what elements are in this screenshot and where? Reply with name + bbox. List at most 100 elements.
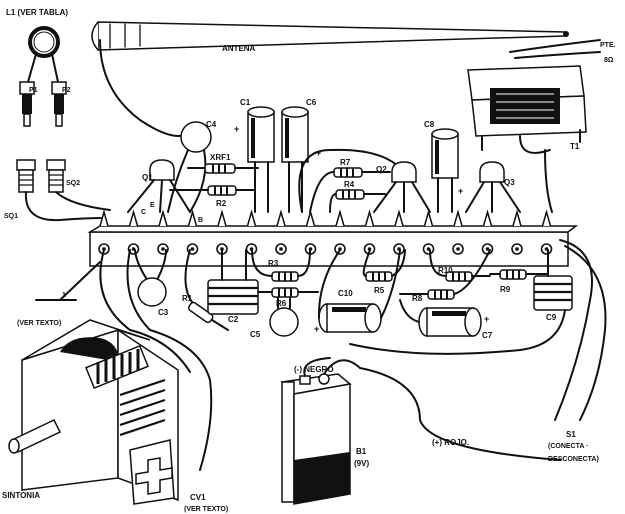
resistor-r3 xyxy=(251,249,311,282)
label-plus-c6: + xyxy=(316,148,321,158)
capacitor-c6 xyxy=(281,106,309,213)
label-c3: C3 xyxy=(158,308,169,317)
wire-sq1 xyxy=(24,191,105,222)
label-cv1: CV1 xyxy=(190,493,206,502)
coil-l1 xyxy=(27,26,60,83)
terminal-lug xyxy=(394,209,404,227)
capacitor-c10 xyxy=(317,249,401,333)
terminal-hole xyxy=(515,247,519,251)
label-pin-e: E xyxy=(150,202,155,209)
wire-arch xyxy=(298,148,401,213)
label-sq2: SQ2 xyxy=(66,180,80,187)
terminal-lug xyxy=(128,209,139,227)
label-8ohm: 8Ω xyxy=(604,57,614,64)
label-c4: C4 xyxy=(206,120,217,129)
label-c10: C10 xyxy=(338,289,353,298)
label-l1: L1 (VER TABLA) xyxy=(6,8,68,17)
label-pte: PTE. xyxy=(600,42,616,49)
terminal-hole xyxy=(161,247,165,251)
terminal-lug xyxy=(158,209,168,227)
transistor-q3 xyxy=(465,161,521,213)
choke-xrf1 xyxy=(187,163,259,174)
label-r8: R8 xyxy=(412,294,423,303)
terminal-lug xyxy=(276,209,286,227)
socket-sq2 xyxy=(46,159,66,193)
label-c1: C1 xyxy=(240,98,251,107)
label-xrf1: XRF1 xyxy=(210,153,231,162)
capacitor-c5 xyxy=(269,297,299,337)
wire-ver-texto xyxy=(59,261,101,301)
label-r7: R7 xyxy=(340,158,351,167)
label-pin-b: B xyxy=(198,217,203,224)
label-p1: P1 xyxy=(29,87,38,94)
resistor-r10 xyxy=(429,249,491,282)
wire-sq2 xyxy=(55,191,111,211)
label-s1: S1 xyxy=(566,430,576,439)
label-antena: ANTENA xyxy=(222,44,256,53)
capacitor-c7 xyxy=(399,299,482,337)
antenna xyxy=(91,21,569,137)
resistor-r2 xyxy=(169,185,256,196)
label-t1: T1 xyxy=(570,142,580,151)
label-c5: C5 xyxy=(250,330,261,339)
terminal-hole xyxy=(279,247,283,251)
label-pin-c: C xyxy=(141,209,146,216)
label-c8: C8 xyxy=(424,120,435,129)
capacitor-c2 xyxy=(207,249,259,315)
transistor-q2 xyxy=(373,161,431,213)
wire-speaker xyxy=(509,39,601,59)
wire-rojo xyxy=(359,367,561,461)
label-r4: R4 xyxy=(344,180,355,189)
plug-p1 xyxy=(19,81,35,127)
variable-capacitor-cv1 xyxy=(8,319,179,505)
label-plus-c7: + xyxy=(484,314,489,324)
capacitor-c1 xyxy=(247,106,275,213)
resistor-r5 xyxy=(362,249,406,282)
label-r6: R6 xyxy=(276,299,287,308)
label-negro: (-) NEGRO xyxy=(294,365,334,374)
wire-to-cv1 xyxy=(126,249,213,471)
label-cv1-ver-texto: (VER TEXTO) xyxy=(184,506,228,513)
terminal-lug xyxy=(187,209,198,227)
label-ver-texto: (VER TEXTO) xyxy=(17,320,61,327)
label-plus-c1: + xyxy=(234,124,239,134)
resistor-r1 xyxy=(184,249,229,331)
battery-b1 xyxy=(280,357,361,505)
wire-bottom xyxy=(349,309,566,355)
label-b1: B1 xyxy=(356,447,367,456)
wire-t1-out xyxy=(544,149,553,213)
capacitor-c8 xyxy=(431,128,459,213)
terminal-lug xyxy=(541,209,552,227)
label-r10: R10 xyxy=(438,266,453,275)
label-r3: R3 xyxy=(268,259,279,268)
label-s1-desconecta: DESCONECTA) xyxy=(548,456,599,463)
wire-s1-b xyxy=(564,245,607,421)
terminal-lug xyxy=(305,209,316,227)
terminal-lug xyxy=(453,209,463,227)
label-r2: R2 xyxy=(216,199,227,208)
terminal-hole xyxy=(456,247,460,251)
wire-left-loop xyxy=(99,249,191,373)
capacitor-c3 xyxy=(134,249,167,307)
plug-p2 xyxy=(51,81,67,127)
terminal-lug xyxy=(423,209,434,227)
label-plus-c10: + xyxy=(314,324,319,334)
label-r5: R5 xyxy=(374,286,385,295)
label-s1-conecta: (CONECTA · xyxy=(548,443,588,450)
label-c2: C2 xyxy=(228,315,239,324)
terminal-strip xyxy=(87,209,579,267)
resistor-r6 xyxy=(257,287,319,298)
label-sq1: SQ1 xyxy=(4,213,18,220)
resistor-r9 xyxy=(489,269,549,280)
terminal-lug xyxy=(99,209,109,227)
resistor-r4 xyxy=(329,189,386,213)
label-r1: R1 xyxy=(182,294,193,303)
capacitor-c9 xyxy=(533,249,573,311)
transformer-t1 xyxy=(467,65,587,154)
resistor-r8 xyxy=(399,249,491,300)
label-sintonia: SINTONIA xyxy=(2,491,40,500)
terminal-lug xyxy=(246,209,257,227)
label-c9: C9 xyxy=(546,313,557,322)
